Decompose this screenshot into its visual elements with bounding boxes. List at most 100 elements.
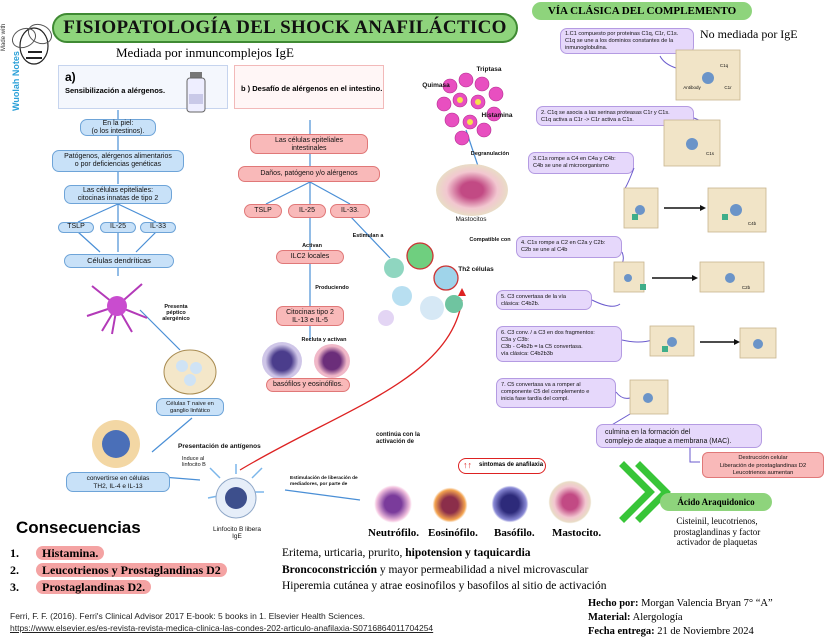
bee-logo bbox=[2, 12, 54, 112]
triptasa-label: Triptasa bbox=[476, 66, 502, 73]
page-title: FISIOPATOLOGÍA DEL SHOCK ANAFILÁCTICO bbox=[52, 13, 518, 43]
material: Material: Alergología bbox=[588, 612, 683, 623]
complemento-step-6: 6. C3 conv. / a C3 en dos fragmentos: C3… bbox=[496, 326, 622, 362]
cytokine-il33-mid: IL-33. bbox=[330, 204, 370, 218]
efecto-1-pre: Eritema, urticaria, prurito, bbox=[282, 547, 406, 559]
histamina-label: Histamina bbox=[481, 112, 513, 119]
reference-1: Ferri, F. F. (2016). Ferri's Clinical Ad… bbox=[10, 611, 365, 621]
neutrofilo-label: Neutrófilo. bbox=[368, 527, 420, 539]
compatible-label: Compatible con bbox=[469, 237, 511, 243]
efecto-3: Hiperemia cutánea y atrae eosinofilos y … bbox=[282, 580, 606, 592]
basofilos-eosinofilos: basófilos y eosinófilos. bbox=[266, 378, 350, 392]
consecuencia-1-num: 1. bbox=[10, 546, 19, 560]
a-label: a) bbox=[65, 70, 76, 84]
epiteliales-intestinales: Las células epiteliales intestinales bbox=[250, 134, 368, 154]
mastocitos-label: Mastocitos bbox=[455, 216, 487, 223]
via-clasica-title: VÍA CLÁSICA DEL COMPLEMENTO bbox=[532, 2, 752, 20]
efecto-2: Broncoconstricción y mayor permeabilidad… bbox=[282, 564, 588, 576]
induce-linfocito: Induce al linfocito B bbox=[182, 456, 206, 468]
consecuencia-2-num: 2. bbox=[10, 563, 19, 577]
fecha-label: Fecha entrega: bbox=[588, 626, 655, 637]
granules-cluster bbox=[432, 66, 512, 150]
consecuencia-2-name: Leucotrienos y Prostaglandinas D2 bbox=[36, 563, 227, 577]
degranulacion-label: Degranulación bbox=[470, 151, 510, 157]
subtitle-ige: Mediada por inmuncomplejos IgE bbox=[116, 45, 294, 60]
basophil-cell-image bbox=[262, 342, 302, 380]
cytokine-tslp-left: TSLP bbox=[58, 222, 94, 233]
efecto-1-bold: hipotension y taquicardia bbox=[405, 547, 531, 559]
eosinofilo-label: Eosinófilo. bbox=[428, 527, 478, 539]
consecuencia-1: 1. Histamina. bbox=[10, 546, 105, 561]
estimulan-label: Estimulan a bbox=[352, 233, 384, 239]
consecuencia-3-name: Prostaglandinas D2. bbox=[36, 580, 152, 594]
culmina-mac: culmina en la formación del complejo de … bbox=[596, 424, 762, 448]
material-value: Alergología bbox=[630, 612, 683, 623]
vial-icon bbox=[184, 72, 208, 113]
produciendo-label: Produciendo bbox=[315, 285, 349, 291]
b-text: b ) Desafío de alérgenos en el intestino… bbox=[241, 84, 383, 93]
efecto-3-pre: Hiperemia cutánea y atrae eosinofilos y … bbox=[282, 580, 607, 592]
mastocito-main-image bbox=[436, 164, 508, 216]
immune-cells-cluster bbox=[372, 234, 468, 334]
a-text: Sensibilización a alérgenos. bbox=[65, 86, 166, 95]
efecto-2-post: y mayor permeabilidad a nivel microvascu… bbox=[376, 564, 589, 576]
step-piel: En la piel: (o los intestinos). bbox=[80, 119, 156, 136]
complemento-step-4: 4. C1s rompe a C2 en C2a y C2b: C2b se u… bbox=[516, 236, 622, 258]
recluta-label: Recluta y activan bbox=[301, 337, 347, 343]
complemento-step-7: 7. C5 convertasa va a romper al componen… bbox=[496, 378, 616, 408]
celulas-t-naive: Células T naive en ganglio linfático bbox=[156, 398, 224, 416]
presentacion-antigenos: Presentación de antígenos bbox=[178, 443, 261, 450]
consecuencia-3-num: 3. bbox=[10, 580, 19, 594]
material-label: Material: bbox=[588, 612, 631, 623]
up-arrows-icon: ↑↑ bbox=[463, 460, 472, 470]
citocinas-tipo2: Citocinas tipo 2 IL-13 e IL-5 bbox=[276, 306, 344, 326]
hecho-value: Morgan Valencia Bryan 7° “A” bbox=[638, 598, 773, 609]
acido-araquidonico: Ácido Araquidonico bbox=[660, 493, 772, 511]
danos-patogeno: Daños, patógeno y/o alérgenos bbox=[238, 166, 380, 182]
b-cell-image bbox=[204, 462, 268, 526]
complemento-step-1: 1.C1 compuesto por proteinas C1q, C1r, C… bbox=[560, 28, 694, 54]
celulas-dendriticas: Células dendríticas bbox=[64, 254, 174, 268]
complemento-step-5: 5. C3 convertasa de la vía clásica: C4b2… bbox=[496, 290, 592, 310]
mastocito-label: Mastocito. bbox=[552, 527, 602, 539]
reference-2: https://www.elsevier.es/es-revista-revis… bbox=[10, 623, 434, 633]
c2b-label: C2b bbox=[741, 285, 751, 290]
neutrofilo-image bbox=[370, 484, 416, 524]
dendritic-cell-image bbox=[82, 276, 152, 336]
c1r-label: C1r bbox=[724, 85, 732, 90]
hecho-por: Hecho por: Morgan Valencia Bryan 7° “A” bbox=[588, 598, 773, 609]
destruccion-box: Destrucción celular Liberación de prosta… bbox=[702, 452, 824, 478]
estimulacion-label: Estimulación de liberación de mediadores… bbox=[290, 476, 358, 487]
fecha-entrega: Fecha entrega: 21 de Noviembre 2024 bbox=[588, 626, 754, 637]
sintomas-box: ↑↑ sintomas de anafilaxia bbox=[458, 458, 546, 474]
step-epiteliales: Las células epiteliales: citocinas innat… bbox=[64, 185, 172, 204]
th2-cell-image bbox=[88, 418, 144, 470]
hecho-label: Hecho por: bbox=[588, 598, 639, 609]
th2-celulas-label: Th2 células bbox=[458, 266, 494, 273]
cytokine-tslp-mid: TSLP bbox=[244, 204, 282, 218]
cytokine-il25-mid: IL-25 bbox=[288, 204, 326, 218]
box-b-desafio: b ) Desafío de alérgenos en el intestino… bbox=[234, 65, 384, 109]
cisteinil-text: Cisteinil, leucotrienos, prostaglandinas… bbox=[673, 516, 761, 547]
efecto-1: Eritema, urticaria, prurito, hipotension… bbox=[282, 547, 531, 559]
ilc2-locales: ILC2 locales bbox=[276, 250, 344, 264]
consecuencia-1-name: Histamina. bbox=[36, 546, 105, 560]
cytokine-il25-left: IL-25 bbox=[100, 222, 136, 233]
c1q-label: C1q bbox=[719, 63, 729, 68]
cytokine-il33-left: IL-33 bbox=[140, 222, 176, 233]
sintomas-label: sintomas de anafilaxia bbox=[479, 462, 544, 468]
presenta-peptico: Presenta péptico alergénico bbox=[162, 304, 190, 322]
lymph-node-image bbox=[162, 348, 218, 396]
efecto-2-bold: Broncoconstricción bbox=[282, 564, 377, 576]
step-patogenos: Patógenos, alérgenos alimentarios o por … bbox=[52, 150, 184, 172]
eosinophil-cell-image bbox=[314, 344, 350, 378]
c4b-label: C4b bbox=[747, 221, 757, 226]
basofilo-image bbox=[488, 484, 532, 524]
linfocito-b-libera: Linfocito B libera IgE bbox=[212, 526, 262, 540]
antibody-label: Antibody bbox=[683, 85, 701, 90]
basofilo-label: Basófilo. bbox=[494, 527, 535, 539]
